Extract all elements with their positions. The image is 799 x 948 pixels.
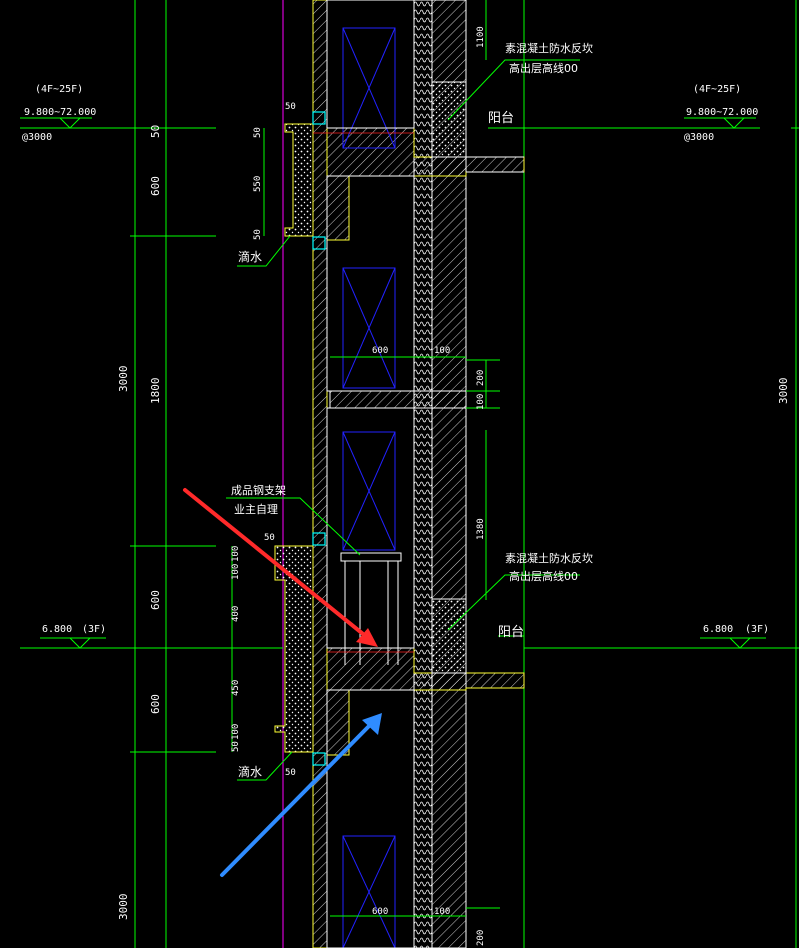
dim-small-50-b: 50 (253, 127, 263, 138)
level-floor-left-lower: (3F) (82, 624, 106, 635)
dim-small-600-window: 600 (372, 346, 388, 356)
dimension-ticks (130, 0, 799, 917)
dim-small-50-a: 50 (285, 102, 296, 112)
level-symbols (20, 117, 766, 649)
label-drip-bottom: 滴水 (238, 764, 262, 779)
dim-small-200-b: 200 (476, 930, 486, 946)
note-waterproof-top-2: 高出层高线00 (509, 61, 578, 75)
dim-inner-50: 50 (149, 125, 162, 138)
dim-small-50-d: 50 (264, 533, 275, 543)
window-pane (342, 267, 396, 389)
lower-ledge (274, 545, 314, 753)
window-sill-slab (329, 390, 467, 409)
note-waterproof-top-1: 素混凝土防水反坎 (505, 41, 593, 55)
level-floors-right-upper: (4F~25F) (693, 84, 741, 95)
blue-annotation-arrow (220, 713, 382, 877)
level-spacing-left-upper: @3000 (22, 132, 52, 143)
label-drip-top: 滴水 (238, 249, 262, 264)
window-glazing (342, 27, 396, 948)
dim-small-600-window-b: 600 (372, 907, 388, 917)
dim-small-200: 200 (476, 370, 486, 386)
anchor-boxes (312, 111, 326, 766)
dim-small-450: 450 (231, 680, 241, 696)
note-bracket-2: 业主自理 (234, 503, 278, 516)
note-waterproof-bottom-2: 高出层高线00 (509, 569, 578, 583)
dim-small-100-a: 100 (231, 546, 241, 562)
dim-inner-600-mid: 600 (149, 590, 162, 610)
outer-hatched-wall (312, 0, 328, 948)
dim-small-550: 550 (253, 176, 263, 192)
dim-small-400: 400 (231, 606, 241, 622)
dim-outer-left-2: 3000 (117, 894, 130, 921)
dim-inner-600-top: 600 (149, 176, 162, 196)
red-annotation-arrow (183, 488, 378, 647)
level-elevation-right-lower: 6.800 (703, 624, 733, 635)
level-elevation-left-lower: 6.800 (42, 624, 72, 635)
upper-floor-slab (326, 127, 525, 241)
level-elevations-right-upper: 9.800~72.000 (686, 107, 758, 118)
level-spacing-right-upper: @3000 (684, 132, 714, 143)
note-waterproof-bottom-1: 素混凝土防水反坎 (505, 551, 593, 565)
waterproof-upstand-bottom (431, 598, 467, 674)
dim-small-100-b: 100 (231, 564, 241, 580)
level-lines (20, 127, 799, 909)
window-cross-line (342, 835, 396, 948)
dim-inner-1800: 1800 (149, 378, 162, 405)
level-elevations-left-upper: 9.800~72.000 (24, 107, 96, 118)
upper-ledge (284, 123, 314, 237)
dim-small-50-c: 50 (253, 229, 263, 240)
window-pane (342, 835, 396, 948)
leader-lines (226, 59, 580, 781)
dim-outer-right: 3000 (777, 378, 790, 405)
window-frames (326, 0, 415, 948)
window-cross-line (342, 267, 396, 389)
dim-small-1380: 1380 (476, 518, 486, 540)
dim-small-1100: 1100 (476, 26, 486, 48)
dim-small-100-c: 100 (231, 724, 241, 740)
label-balcony-top: 阳台 (488, 111, 514, 126)
steel-bracket (340, 552, 402, 665)
dim-small-50-f: 50 (285, 768, 296, 778)
dim-small-100-window: 100 (434, 346, 450, 356)
dim-inner-600-low: 600 (149, 694, 162, 714)
window-pane (342, 431, 396, 551)
window-pane (342, 27, 396, 149)
dim-outer-left-1: 3000 (117, 366, 130, 393)
dim-small-100-window-b: 100 (434, 907, 450, 917)
window-cross-line (342, 431, 396, 551)
note-bracket-1: 成品钢支架 (231, 484, 286, 497)
level-floors-left-upper: (4F~25F) (35, 84, 83, 95)
label-balcony-bottom: 阳台 (498, 625, 524, 640)
dim-small-100-sill: 100 (476, 394, 486, 410)
dim-small-50-e: 50 (231, 741, 241, 752)
level-floor-right-lower: (3F) (745, 624, 769, 635)
